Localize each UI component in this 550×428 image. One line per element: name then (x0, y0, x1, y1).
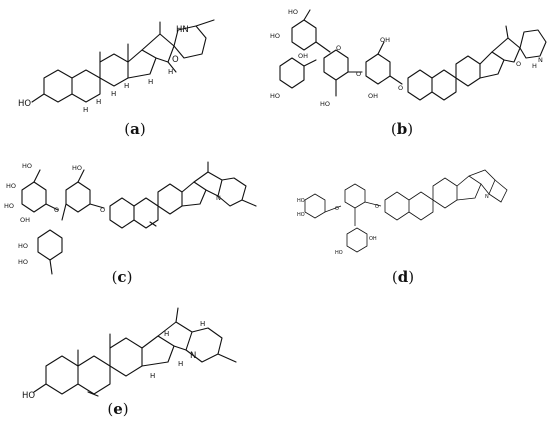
atom-h-5: H (83, 106, 88, 114)
atom-h-20: H (168, 68, 173, 76)
atom-oh-6: HO (72, 164, 82, 172)
atom-ho-6: HO (320, 100, 330, 108)
atom-n: N (190, 351, 196, 361)
atom-h-4: H (178, 360, 183, 368)
atom-oh-4: OH (20, 216, 30, 224)
panel-label-c: (c) (111, 268, 133, 286)
atom-oh-9: OH (368, 92, 378, 100)
atom-ho-9: HO (18, 258, 28, 266)
atom-o-11: O (516, 60, 521, 68)
atom-o-7: O (100, 206, 105, 214)
panel-label-e: (e) (107, 400, 129, 418)
panel-e: HO N H H H H (e) (0, 300, 300, 428)
atom-ho: HO (22, 391, 35, 401)
panel-label-b: (b) (390, 120, 414, 138)
atom-h-14: H (124, 82, 129, 90)
atom-ho-2: HO (297, 212, 305, 218)
atom-oh-5: OH (369, 236, 377, 242)
atom-ho-2: HO (6, 182, 16, 190)
atom-ho-4: HO (270, 92, 280, 100)
atom-oh-3: OH (298, 52, 308, 60)
structure-b: HO HO OH HO O HO O OH OH O N H O (270, 8, 547, 108)
atom-h-9: H (111, 90, 116, 98)
structure-e: HO N H H H H (22, 307, 237, 401)
atom-ho-3: HO (4, 202, 14, 210)
atom-h-8: H (96, 98, 101, 106)
atom-o-3: O (335, 206, 339, 212)
atom-hn: HN (176, 25, 189, 35)
atom-n: N (538, 56, 543, 64)
atom-o-5: O (54, 206, 59, 214)
atom-o-10: O (398, 84, 403, 92)
atom-h-17: H (148, 78, 153, 86)
atom-ho-6: HO (335, 250, 343, 256)
panel-d: HO HO O O OH HO N (d) (275, 150, 550, 300)
atom-ho-1: HO (22, 162, 32, 170)
panel-c: HO HO HO OH O HO O HO HO N (c) (0, 150, 275, 300)
atom-n: N (485, 194, 489, 200)
structure-a: HO HN O H H H H H H (18, 19, 215, 114)
atom-hn: H (532, 62, 537, 70)
atom-oh-1: HO (288, 8, 298, 16)
structure-c: HO HO HO OH O HO O HO HO N (4, 161, 257, 275)
atom-h-2: H (164, 330, 169, 338)
atom-o-4: O (375, 204, 379, 210)
panel-b: HO HO OH HO O HO O OH OH O N H O (b) (270, 0, 550, 150)
atom-ho-8: HO (18, 242, 28, 250)
panel-label-a: (a) (124, 120, 146, 138)
atom-h-1: H (150, 372, 155, 380)
atom-ho-1: HO (297, 198, 305, 204)
panel-a: HO HN O H H H H H H (a) (0, 0, 270, 150)
atom-ho: HO (18, 99, 31, 109)
atom-o-7: O (356, 70, 361, 78)
atom-h-3: H (200, 320, 205, 328)
panel-label-d: (d) (391, 268, 415, 286)
atom-o: O (172, 55, 179, 65)
atom-oh-8: OH (380, 36, 390, 44)
atom-n: N (216, 194, 221, 202)
structure-d: HO HO O O OH HO N (297, 169, 508, 256)
atom-o-5: O (336, 44, 341, 52)
atom-ho-2: HO (270, 32, 280, 40)
